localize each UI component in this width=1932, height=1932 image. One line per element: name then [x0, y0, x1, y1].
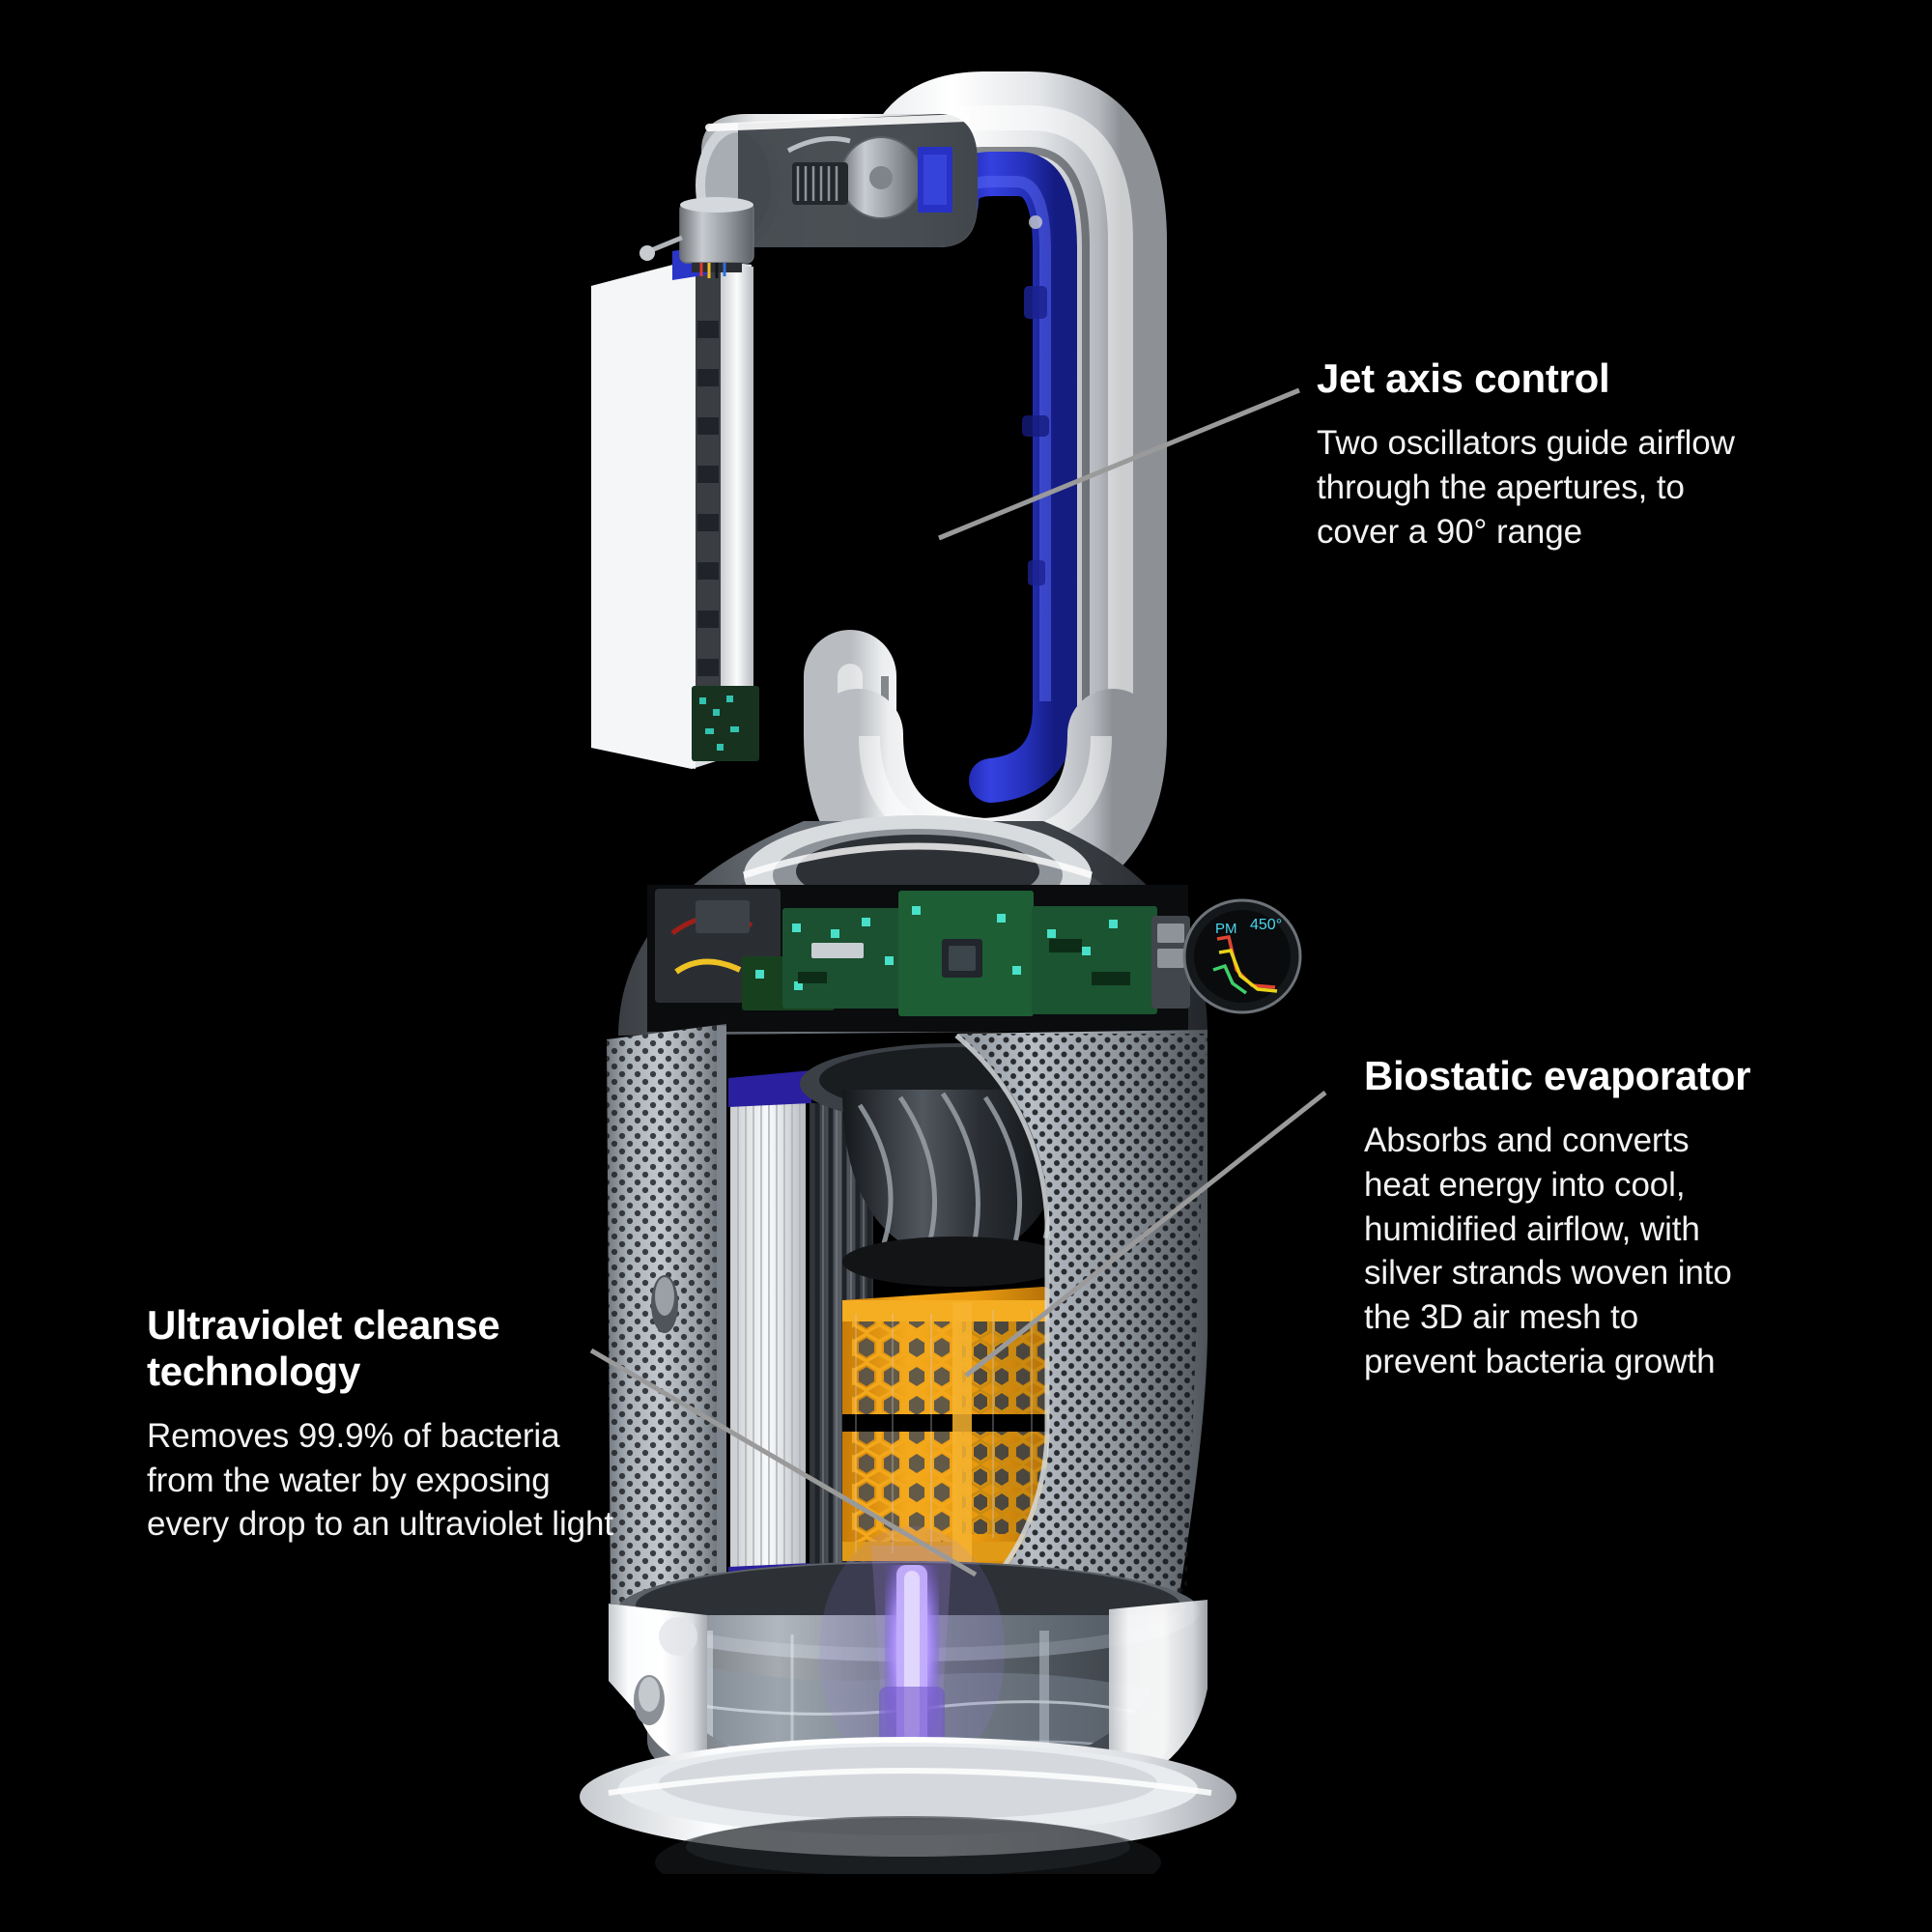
- loop-cutaway-head: [696, 114, 978, 249]
- callout-ultraviolet-cleanse-technology: Ultraviolet cleanse technology Removes 9…: [147, 1302, 649, 1547]
- callout-biostatic-evaporator: Biostatic evaporator Absorbs and convert…: [1364, 1053, 1818, 1384]
- base-ring: [580, 1737, 1236, 1909]
- inner-column: [591, 197, 759, 769]
- electronics-bay: PM 450°: [647, 885, 1302, 1032]
- hepa-filter: [728, 1070, 811, 1598]
- oscillation-motor: [639, 197, 754, 278]
- lcd-label-right: 450°: [1250, 917, 1282, 933]
- callout-title: Biostatic evaporator: [1364, 1053, 1751, 1098]
- callout-body: Removes 99.9% of bacteria from the water…: [147, 1416, 613, 1544]
- callout-body: Absorbs and converts heat energy into co…: [1364, 1121, 1732, 1381]
- control-pcb: [742, 891, 1157, 1016]
- lcd-label-left: PM: [1215, 921, 1237, 937]
- product-illustration: PM 450°: [502, 58, 1468, 1909]
- blue-internal-duct: [934, 152, 1077, 803]
- callout-body: Two oscillators guide airflow through th…: [1317, 423, 1735, 551]
- loop-amplifier: [696, 71, 1167, 923]
- callout-title: Jet axis control: [1317, 355, 1610, 401]
- callout-jet-axis-control: Jet axis control Two oscillators guide a…: [1317, 355, 1819, 554]
- callout-title: Ultraviolet cleanse technology: [147, 1302, 500, 1394]
- lcd-display: PM 450°: [1182, 898, 1302, 1014]
- product-cutaway-svg: PM 450°: [580, 71, 1302, 1909]
